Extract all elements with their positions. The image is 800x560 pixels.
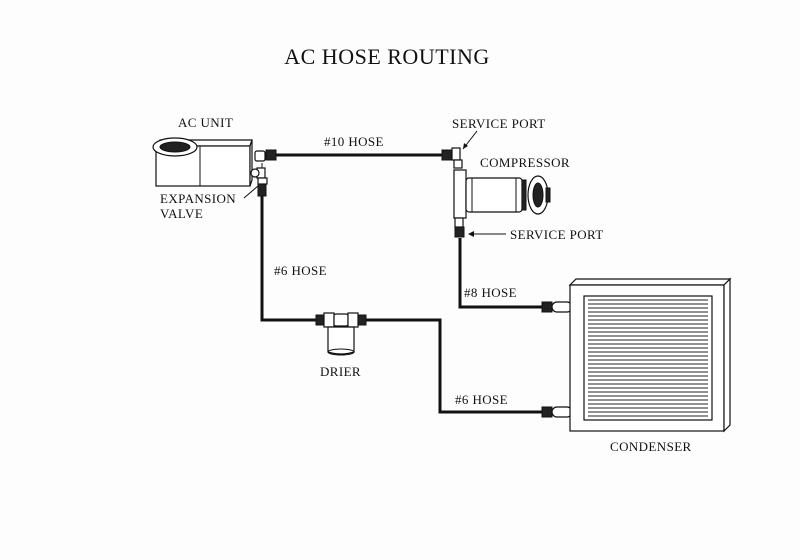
hose-6-bottom-label: #6 HOSE [455,392,508,407]
condenser-fins [588,299,708,417]
service-port-top [451,130,478,169]
expansion-valve-label-line1: EXPANSION [160,191,236,206]
condenser-label: CONDENSER [610,439,692,454]
expansion-valve-label-line2: VALVE [160,206,203,221]
ac-unit-label: AC UNIT [178,115,233,130]
drier [315,312,367,356]
hose-6-left-label: #6 HOSE [274,263,327,278]
service-port-bottom [454,217,506,238]
expansion-valve [243,150,268,199]
hose-6-left [260,196,318,322]
drier-label: DRIER [320,364,361,379]
hose-8-label: #8 HOSE [464,285,517,300]
hose-10 [265,149,453,161]
service-port-bottom-label: SERVICE PORT [510,227,604,242]
compressor-label: COMPRESSOR [480,155,570,170]
hose-8 [458,238,553,313]
diagram-title: AC HOSE ROUTING [284,44,490,69]
compressor [453,169,551,219]
hose-10-label: #10 HOSE [324,134,384,149]
condenser [551,277,732,433]
service-port-top-label: SERVICE PORT [452,116,546,131]
ac-unit [152,137,253,187]
